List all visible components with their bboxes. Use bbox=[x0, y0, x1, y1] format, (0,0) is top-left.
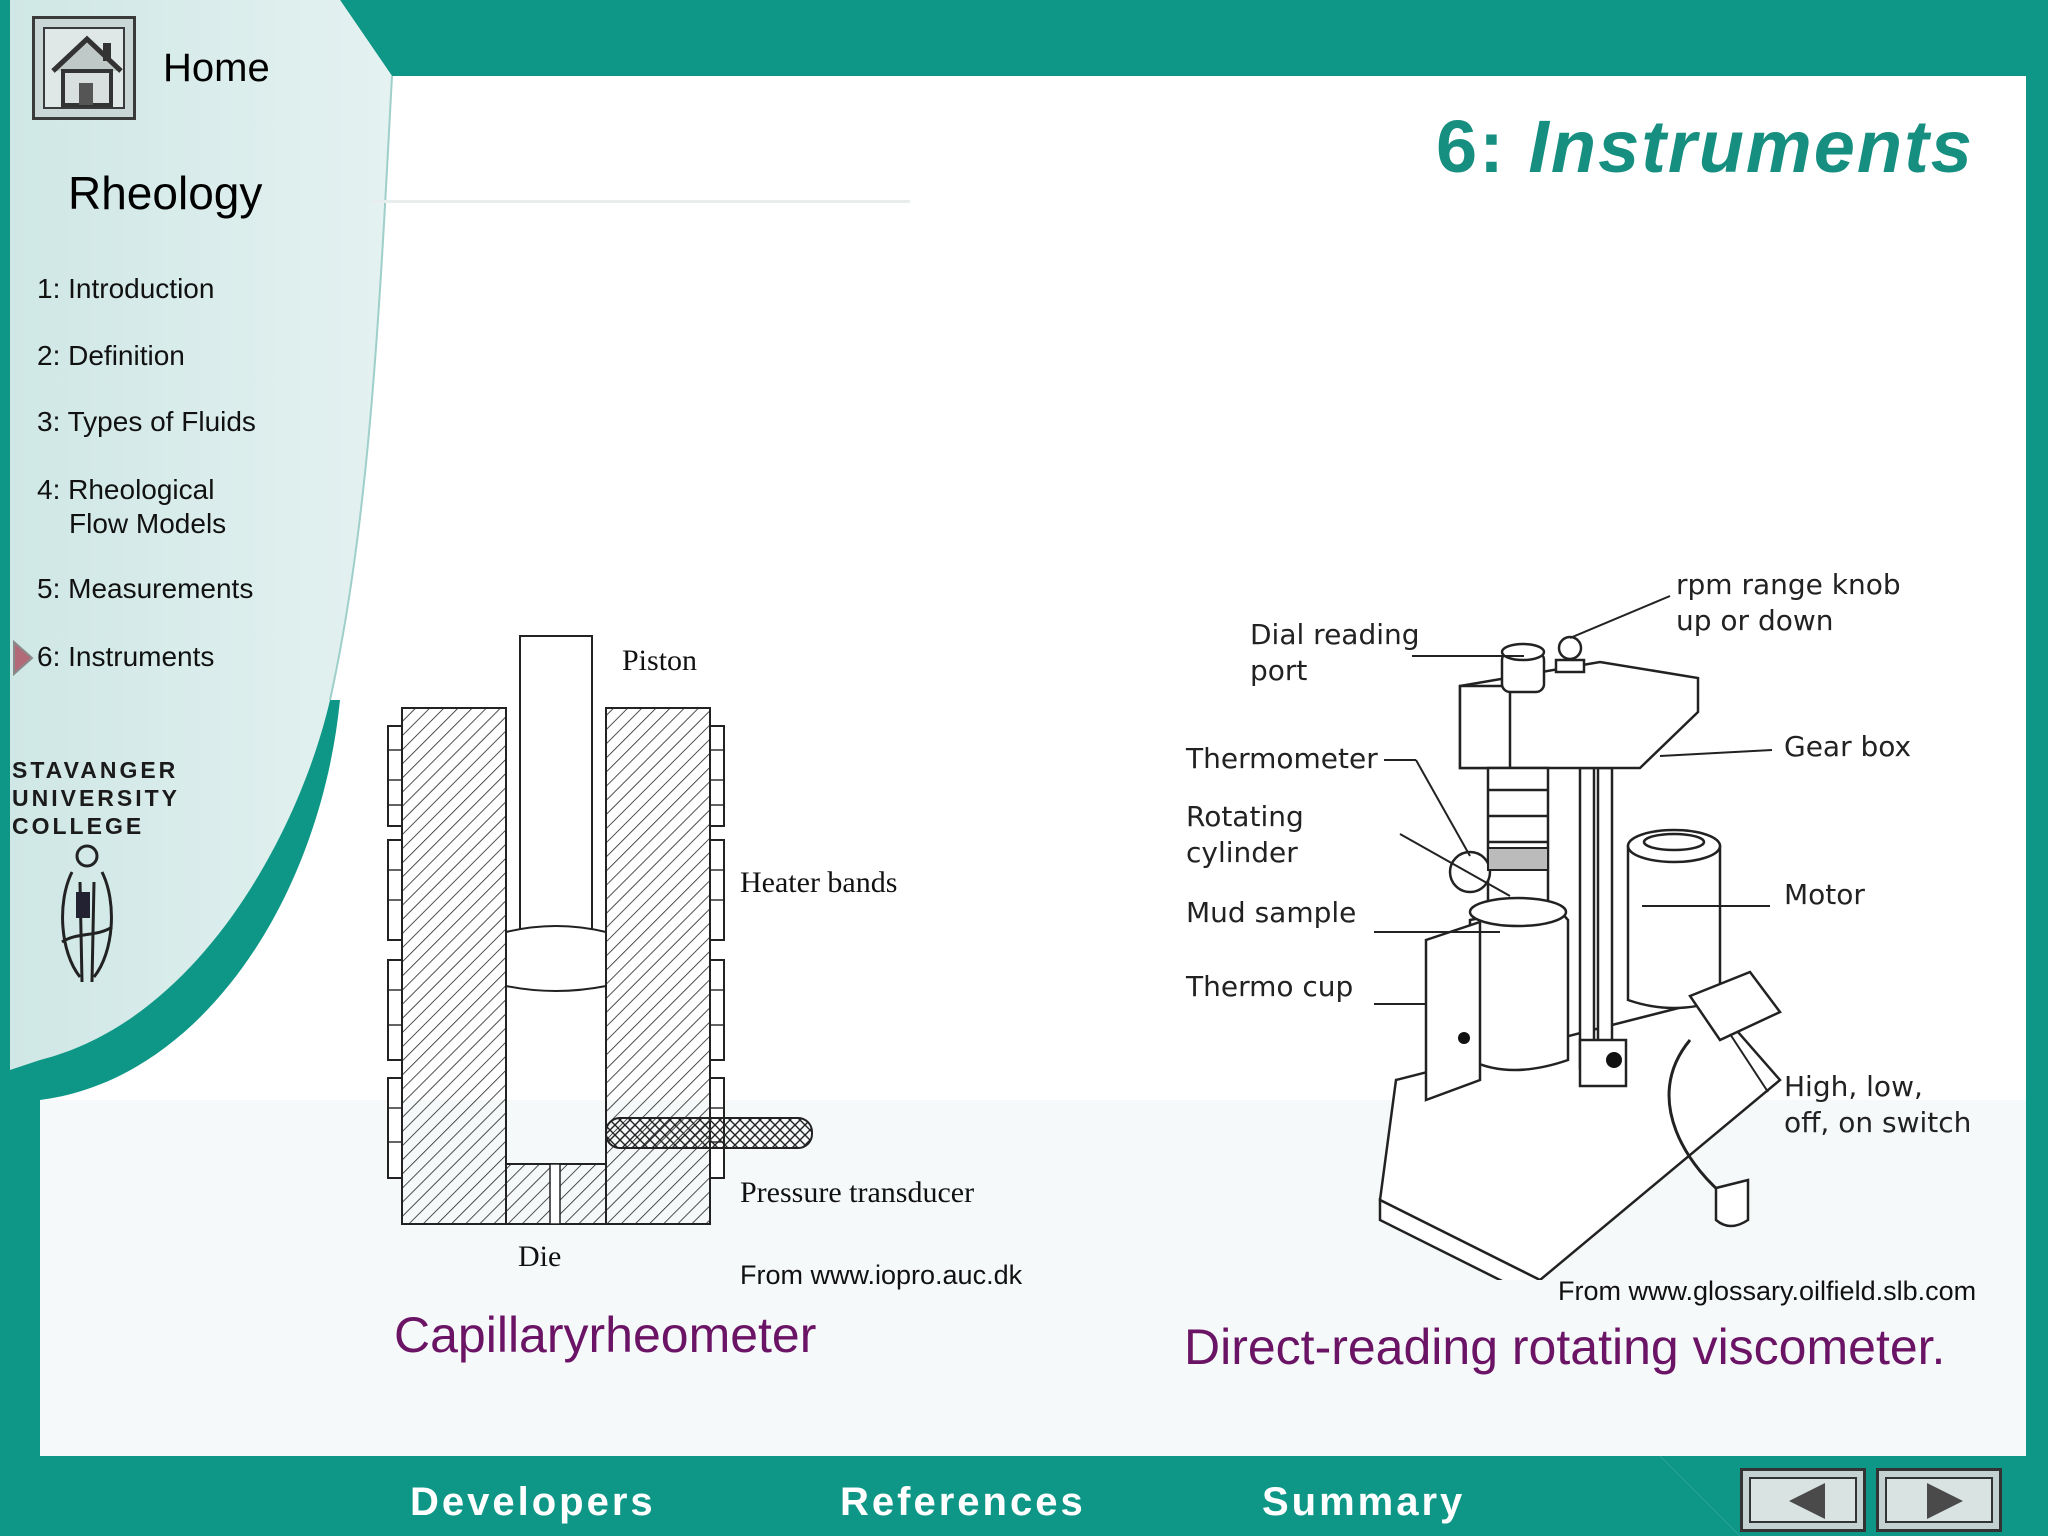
college-name: STAVANGER UNIVERSITY COLLEGE bbox=[12, 756, 180, 840]
slide-title-text: Instruments bbox=[1528, 105, 1974, 188]
label-dial-reading-1: Dial reading bbox=[1250, 618, 1420, 651]
slide-title: 6: Instruments bbox=[1436, 104, 1974, 189]
label-motor: Motor bbox=[1784, 878, 1865, 911]
next-button[interactable] bbox=[1876, 1468, 2002, 1532]
label-mud-sample: Mud sample bbox=[1186, 896, 1356, 929]
nav-item-definition[interactable]: 2: Definition bbox=[37, 339, 185, 373]
label-pressure-transducer: Pressure transducer bbox=[740, 1176, 974, 1209]
references-link[interactable]: References bbox=[840, 1480, 1086, 1524]
college-line: COLLEGE bbox=[12, 813, 145, 839]
left-figure-caption: Capillaryrheometer bbox=[394, 1307, 817, 1363]
label-rotating-2: cylinder bbox=[1186, 836, 1298, 869]
nav-item-label-line2: Flow Models bbox=[69, 508, 227, 539]
nav-item-instruments[interactable]: 6: Instruments bbox=[37, 640, 214, 674]
summary-link[interactable]: Summary bbox=[1262, 1480, 1466, 1524]
triangle-left-icon bbox=[1789, 1483, 1825, 1519]
college-line: STAVANGER bbox=[12, 757, 179, 783]
nav-item-label: 1: Introduction bbox=[37, 273, 215, 304]
label-die: Die bbox=[518, 1240, 561, 1273]
right-figure-caption: Direct-reading rotating viscometer. bbox=[1184, 1319, 1946, 1375]
label-rotating-1: Rotating bbox=[1186, 800, 1304, 833]
nav-item-label: 2: Definition bbox=[37, 340, 185, 371]
label-gear-box: Gear box bbox=[1784, 730, 1911, 763]
nav-item-label: 6: Instruments bbox=[37, 641, 215, 672]
label-rpm-knob-1: rpm range knob bbox=[1676, 568, 1901, 601]
label-dial-reading-2: port bbox=[1250, 654, 1307, 687]
nav-item-measurements[interactable]: 5: Measurements bbox=[37, 572, 253, 606]
house-icon bbox=[51, 35, 123, 107]
slide-number: 6: bbox=[1436, 105, 1506, 188]
nav-item-types-of-fluids[interactable]: 3: Types of Fluids bbox=[37, 405, 256, 439]
label-heater-bands: Heater bands bbox=[740, 866, 897, 899]
home-button[interactable] bbox=[32, 16, 136, 120]
triangle-right-icon bbox=[1927, 1483, 1963, 1519]
label-thermo-cup: Thermo cup bbox=[1185, 970, 1353, 1003]
college-line: UNIVERSITY bbox=[12, 785, 181, 811]
nav-item-introduction[interactable]: 1: Introduction bbox=[37, 272, 214, 306]
label-thermometer: Thermometer bbox=[1185, 742, 1378, 775]
capillary-rheometer-diagram: Piston Heater bands Pressure transducer … bbox=[387, 635, 974, 1273]
active-arrow-icon bbox=[13, 640, 34, 676]
rotating-viscometer-diagram: Dial reading port rpm range knob up or d… bbox=[1185, 568, 1970, 1280]
college-logo-icon bbox=[61, 844, 113, 983]
label-switch-2: off, on switch bbox=[1784, 1106, 1970, 1139]
nav-item-label-line1: 4: Rheological bbox=[37, 474, 215, 505]
label-switch-1: High, low, bbox=[1784, 1070, 1923, 1103]
nav-item-label: 3: Types of Fluids bbox=[37, 406, 256, 437]
course-title: Rheology bbox=[68, 167, 263, 219]
developers-link[interactable]: Developers bbox=[410, 1480, 656, 1524]
label-piston: Piston bbox=[622, 644, 697, 677]
nav-item-label: 5: Measurements bbox=[37, 573, 254, 604]
nav-item-rheological-flow-models[interactable]: 4: Rheological Flow Models bbox=[37, 473, 226, 541]
right-figure-source: From www.glossary.oilfield.slb.com bbox=[1558, 1276, 1977, 1306]
previous-button[interactable] bbox=[1740, 1468, 1866, 1532]
left-figure-source: From www.iopro.auc.dk bbox=[740, 1260, 1023, 1290]
label-rpm-knob-2: up or down bbox=[1676, 604, 1834, 637]
home-label: Home bbox=[163, 46, 270, 90]
